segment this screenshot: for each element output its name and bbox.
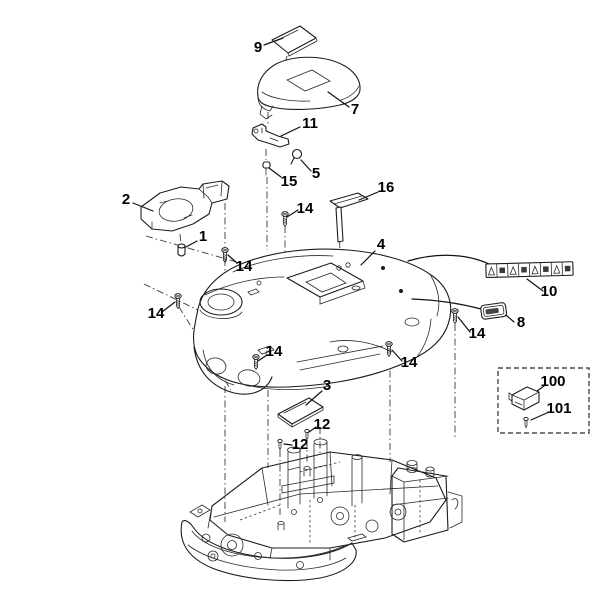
callout-10: 10 xyxy=(526,278,558,300)
callout-14-c: 14 xyxy=(148,301,176,322)
part-100-holder-bracket xyxy=(508,386,540,411)
callout-label: 14 xyxy=(266,343,283,360)
callout-label: 5 xyxy=(312,165,320,182)
leader-curve-to-badge xyxy=(411,298,482,310)
kit-box xyxy=(497,367,590,434)
callout-14-f: 14 xyxy=(457,316,486,342)
part-16-cover-strip xyxy=(329,192,369,243)
callout-label: 14 xyxy=(401,354,418,371)
callout-4: 4 xyxy=(360,236,386,266)
callout-label: 3 xyxy=(323,377,331,394)
callout-5: 5 xyxy=(300,159,320,182)
leader-curve-to-warning-strip xyxy=(407,254,499,270)
part-3-access-plate xyxy=(277,397,324,428)
callout-7: 7 xyxy=(327,91,359,118)
callout-1: 1 xyxy=(185,228,207,248)
callouts: 9 7 11 5 15 2 1 14 16 4 14 10 14 8 14 xyxy=(122,37,572,453)
callout-label: 14 xyxy=(236,258,253,275)
callout-12-a: 12 xyxy=(308,416,331,433)
part-1-bushing-pin xyxy=(177,243,186,257)
callout-2: 2 xyxy=(122,191,154,212)
callout-label: 14 xyxy=(297,200,314,217)
callout-label: 15 xyxy=(281,173,298,190)
callout-label: 9 xyxy=(254,39,262,56)
callout-12-b: 12 xyxy=(283,436,309,453)
callout-label: 14 xyxy=(148,305,165,322)
part-14-screw xyxy=(451,308,459,324)
callout-label: 11 xyxy=(302,115,318,132)
callout-label: 2 xyxy=(122,191,130,208)
callout-14-b: 14 xyxy=(227,254,253,275)
callout-11: 11 xyxy=(280,115,318,137)
callout-14-a: 14 xyxy=(286,200,314,218)
part-101-holder-screw xyxy=(523,416,529,428)
callout-label: 1 xyxy=(199,228,207,245)
part-14-screw xyxy=(281,211,289,227)
part-12-small-screw xyxy=(277,438,283,450)
callout-label: 100 xyxy=(540,373,565,390)
callout-label: 101 xyxy=(546,400,571,417)
callout-15: 15 xyxy=(268,167,298,190)
lower-chassis-assembly xyxy=(180,438,463,582)
part-15-pivot-pin xyxy=(262,161,271,176)
part-5-retaining-clip xyxy=(290,148,303,165)
part-2-mounting-bracket xyxy=(140,180,230,232)
part-10-safety-label-strip xyxy=(485,261,574,279)
callout-label: 4 xyxy=(377,236,386,253)
callout-3: 3 xyxy=(305,377,331,406)
callout-label: 16 xyxy=(378,179,395,196)
callout-101: 101 xyxy=(530,400,572,421)
callout-16: 16 xyxy=(358,179,395,201)
callout-14-d: 14 xyxy=(257,343,283,362)
callout-label: 12 xyxy=(292,436,309,453)
pictogram-icon xyxy=(499,265,571,274)
callout-label: 7 xyxy=(351,101,359,118)
part-8-nameplate-badge xyxy=(480,302,508,320)
warning-triangle-icon xyxy=(487,264,561,276)
callout-label: 14 xyxy=(469,325,486,342)
callout-8: 8 xyxy=(505,314,525,331)
callout-label: 10 xyxy=(541,283,558,300)
callout-9: 9 xyxy=(254,37,284,56)
part-9-trim-pad xyxy=(271,25,318,57)
part-7-hood-cover xyxy=(257,56,361,120)
callout-100: 100 xyxy=(536,373,566,392)
callout-label: 12 xyxy=(314,416,331,433)
callout-14-e: 14 xyxy=(391,349,418,371)
callout-label: 8 xyxy=(517,314,525,331)
part-11-latch-bracket xyxy=(251,123,290,148)
part-4-upper-housing xyxy=(193,248,452,395)
